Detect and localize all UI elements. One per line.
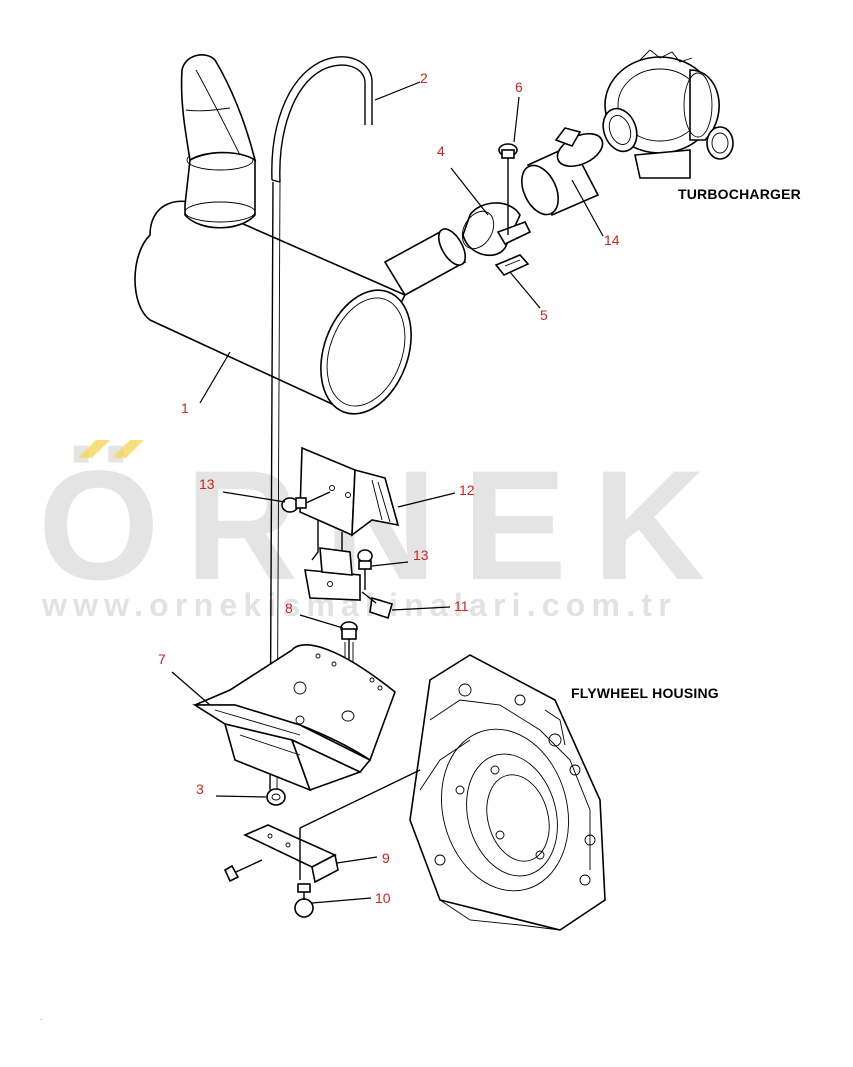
watermark-accent-right <box>112 440 144 458</box>
bolt-part-10 <box>294 883 314 918</box>
callout-12: 12 <box>459 482 475 498</box>
turbocharger-assembly <box>602 49 734 179</box>
flywheel-housing-title: FLYWHEEL HOUSING <box>571 685 719 701</box>
clamp-part-4 <box>461 202 532 257</box>
adapter-part-14 <box>521 127 604 217</box>
callout-3: 3 <box>196 781 204 797</box>
callout-13-upper: 13 <box>199 476 215 492</box>
callout-8: 8 <box>285 600 293 616</box>
turbocharger-title: TURBOCHARGER <box>678 186 801 202</box>
leader-lines <box>171 81 604 904</box>
callout-9: 9 <box>382 850 390 866</box>
bracket-part-12 <box>299 446 400 561</box>
mount-connection-line <box>299 769 421 829</box>
bolt-part-6 <box>498 143 518 235</box>
muffler-part-1 <box>134 54 467 415</box>
callout-5: 5 <box>540 307 548 323</box>
callout-7: 7 <box>158 651 166 667</box>
flywheel-housing-assembly <box>409 654 606 931</box>
watermark-accent-left <box>78 440 110 458</box>
callout-13-lower: 13 <box>413 547 429 563</box>
bracket-part-11 <box>304 547 393 620</box>
callout-10: 10 <box>375 890 391 906</box>
plate-part-9 <box>223 824 339 884</box>
callout-4: 4 <box>437 143 445 159</box>
nut-part-5 <box>494 254 530 276</box>
saddle-part-7 <box>192 644 396 792</box>
bolt-part-13-lower <box>357 549 373 590</box>
footer-mark: . <box>40 1013 43 1022</box>
nut-part-3 <box>266 788 286 806</box>
bolt-part-13-upper <box>281 491 331 513</box>
callout-6: 6 <box>515 79 523 95</box>
callout-1: 1 <box>181 400 189 416</box>
callout-2: 2 <box>420 70 428 86</box>
callout-14: 14 <box>604 232 620 248</box>
callout-11: 11 <box>454 598 469 614</box>
